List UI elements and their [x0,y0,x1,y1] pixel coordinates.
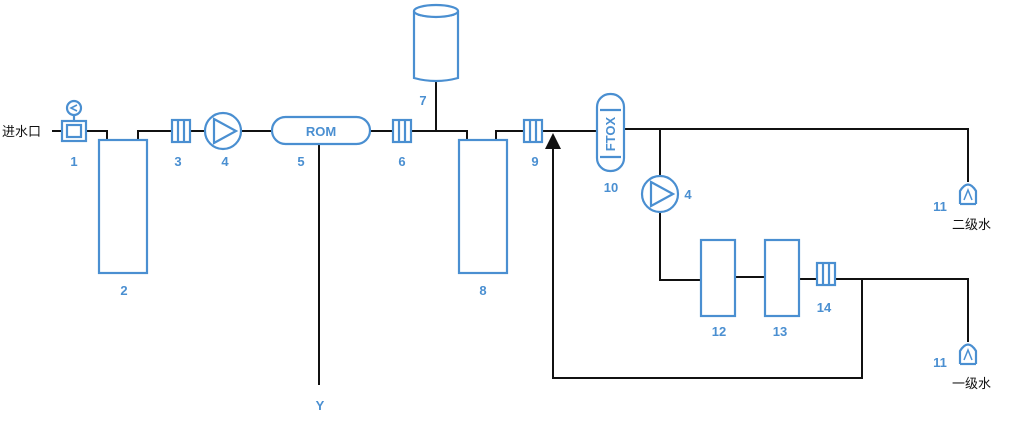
pipes [52,81,969,385]
gauge-needle-icon [69,104,78,112]
pipe-recirculation-loop [545,133,863,379]
pump-4b[interactable] [640,174,680,214]
primary-outlet-tap[interactable] [958,343,978,366]
label-8: 8 [479,283,486,298]
tank-13[interactable] [763,238,801,318]
label-12: 12 [712,324,726,339]
gauge-icon [65,99,83,117]
label-1: 1 [70,154,77,169]
ftox-label: FTOX [603,116,618,151]
tank-12[interactable] [699,238,737,318]
secondary-outlet-tap[interactable] [958,183,978,206]
label-10: 10 [604,180,618,195]
pipe-filter14-to-primary-outlet [835,278,969,342]
filter-6[interactable] [391,118,413,144]
label-4b: 4 [684,187,692,202]
tank-8[interactable] [457,138,509,275]
label-7: 7 [419,93,426,108]
label-3: 3 [174,154,181,169]
pipe-tank8-to-filter9 [495,130,524,140]
rom-label: ROM [306,124,336,139]
label-13: 13 [773,324,787,339]
drain-label: Y [316,398,325,413]
pipe-ftox-to-secondary-outlet [624,128,969,182]
filter-9[interactable] [522,118,544,144]
label-6: 6 [398,154,405,169]
pipe-tank2-to-filter3 [137,130,172,140]
inlet-meter[interactable] [60,99,88,143]
inlet-label: 进水口 [2,124,41,139]
pump-triangle-icon [649,180,676,208]
ftox-unit[interactable]: FTOX [595,92,626,173]
pump-4[interactable] [203,111,243,151]
secondary-water-label: 二级水 [952,217,991,232]
label-14: 14 [817,300,832,315]
storage-tank-7[interactable] [412,3,460,83]
pipe-pump2-to-tank12 [659,212,701,281]
tap-icon [963,347,973,361]
label-11a: 11 [933,199,947,214]
label-5: 5 [297,154,304,169]
pump-triangle-icon [212,117,239,145]
tap-icon [963,187,973,201]
pipe-filter6-to-tank8 [411,130,468,140]
label-4: 4 [221,154,229,169]
label-2: 2 [120,283,127,298]
pipe-meter-to-tank2 [86,130,108,140]
primary-water-label: 一级水 [952,376,991,391]
label-11b: 11 [933,355,947,370]
label-9: 9 [531,154,538,169]
rom-membrane[interactable]: ROM [270,115,372,146]
filter-3[interactable] [170,118,192,144]
pretreatment-tank[interactable] [97,138,149,275]
filter-14[interactable] [815,261,837,287]
